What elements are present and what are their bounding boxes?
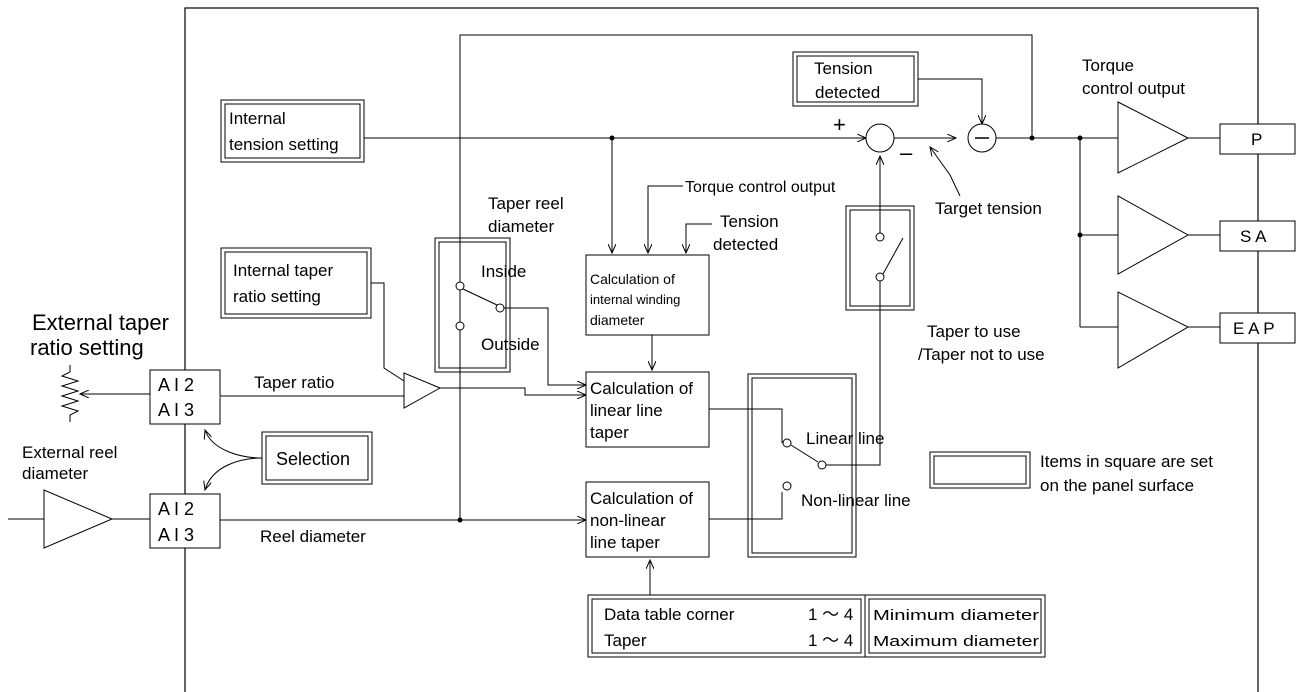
internal-taper-2: ratio setting bbox=[233, 287, 321, 306]
tension-detected-mid-2: detected bbox=[713, 235, 778, 254]
external-reel-diameter-1: External reel bbox=[22, 443, 117, 462]
tension-detected-top-1: Tension bbox=[814, 59, 873, 78]
amplifier-input bbox=[43, 489, 114, 549]
reel-diameter-label: Reel diameter bbox=[260, 527, 366, 546]
legend-box-outer bbox=[929, 451, 1031, 489]
data-table-row2-value: 1 ～ 4 bbox=[808, 631, 853, 650]
external-taper-ratio-label-2: ratio setting bbox=[30, 335, 144, 360]
torque-control-output-top-2: control output bbox=[1082, 79, 1185, 98]
selection-box-outer bbox=[261, 431, 373, 485]
external-taper-ratio-label-1: External taper bbox=[32, 310, 169, 335]
output-p-box bbox=[1219, 123, 1296, 155]
ai-block-top-ai2: A I 2 bbox=[158, 375, 194, 395]
calc-linear-taper-3: taper bbox=[590, 423, 629, 442]
internal-taper-1: Internal taper bbox=[233, 261, 334, 280]
external-reel-diameter-2: diameter bbox=[22, 464, 88, 483]
taper-reel-switch-inner bbox=[438, 241, 507, 369]
amplifier-p bbox=[1117, 101, 1190, 174]
summing-junction-1 bbox=[865, 123, 895, 153]
ai-block-top-ai3: A I 3 bbox=[158, 400, 194, 420]
data-table-row1-value: 1 ～ 4 bbox=[808, 605, 853, 624]
outside-label: Outside bbox=[481, 335, 540, 354]
taper-ratio-label: Taper ratio bbox=[254, 373, 334, 392]
calc-internal-winding-box bbox=[585, 254, 710, 336]
output-eap-box bbox=[1219, 312, 1296, 344]
minus-sign: – bbox=[900, 140, 913, 165]
calc-linear-taper-box bbox=[585, 371, 710, 448]
calc-internal-winding-1: Calculation of bbox=[590, 271, 675, 287]
min-max-box-outer bbox=[864, 594, 1046, 658]
output-sa-label: S A bbox=[1240, 227, 1267, 246]
linear-line-label: Linear line bbox=[806, 429, 884, 448]
amplifier-taper-ratio bbox=[403, 372, 442, 409]
min-diameter-label: Minimum diameter bbox=[873, 607, 1039, 624]
selection-box-inner bbox=[265, 435, 369, 481]
legend-line-2: on the panel surface bbox=[1040, 476, 1194, 495]
inside-label: Inside bbox=[481, 262, 526, 281]
calc-internal-winding-3: diameter bbox=[590, 312, 645, 328]
max-diameter-label: Maximum diameter bbox=[873, 633, 1039, 650]
output-eap-label: E A P bbox=[1233, 319, 1275, 338]
target-tension-label: Target tension bbox=[935, 199, 1042, 218]
plus-sign: + bbox=[833, 112, 846, 137]
tension-detected-top-inner bbox=[796, 55, 915, 103]
taper-use-label-1: Taper to use bbox=[927, 322, 1021, 341]
amplifier-eap bbox=[1117, 291, 1190, 369]
legend-line-1: Items in square are set bbox=[1040, 452, 1213, 471]
calc-nonlinear-taper-box bbox=[585, 481, 710, 558]
ai-block-bottom bbox=[149, 493, 221, 549]
calc-nonlinear-taper-2: non-linear bbox=[590, 511, 666, 530]
min-max-box-inner bbox=[868, 598, 1042, 654]
internal-tension-setting-inner bbox=[224, 103, 361, 159]
internal-tension-2: tension setting bbox=[229, 135, 339, 154]
torque-control-output-mid: Torque control output bbox=[685, 179, 836, 196]
output-p-label: P bbox=[1251, 130, 1262, 149]
output-sa-box bbox=[1219, 220, 1296, 252]
taper-reel-switch-outer bbox=[434, 237, 511, 373]
calc-linear-taper-2: linear line bbox=[590, 401, 663, 420]
calc-internal-winding-2: internal winding bbox=[590, 292, 680, 307]
panel-frame bbox=[184, 7, 1259, 692]
data-table-inner bbox=[591, 598, 862, 654]
ai-block-bottom-ai3: A I 3 bbox=[158, 525, 194, 545]
calc-linear-taper-1: Calculation of bbox=[590, 379, 693, 398]
taper-reel-diameter-2: diameter bbox=[488, 217, 554, 236]
internal-tension-setting-outer bbox=[220, 99, 365, 163]
taper-use-label-2: /Taper not to use bbox=[918, 345, 1045, 364]
tension-detected-top-2: detected bbox=[815, 83, 880, 102]
internal-taper-ratio-setting-outer bbox=[220, 247, 372, 319]
ai-block-bottom-ai2: A I 2 bbox=[158, 499, 194, 519]
internal-taper-ratio-setting-inner bbox=[224, 251, 368, 315]
legend-box-inner bbox=[933, 455, 1027, 485]
selection-label: Selection bbox=[276, 449, 350, 469]
calc-nonlinear-taper-1: Calculation of bbox=[590, 489, 693, 508]
calc-nonlinear-taper-3: line taper bbox=[590, 533, 660, 552]
taper-reel-diameter-1: Taper reel bbox=[488, 194, 564, 213]
torque-control-output-top-1: Torque bbox=[1082, 56, 1134, 75]
data-table-row2-label: Taper bbox=[604, 631, 647, 650]
nonlinear-line-label: Non-linear line bbox=[801, 491, 911, 510]
potentiometer-icon bbox=[60, 365, 80, 422]
data-table-row1-label: Data table corner bbox=[604, 605, 735, 624]
tension-detected-mid-1: Tension bbox=[720, 212, 779, 231]
internal-tension-1: Internal bbox=[229, 109, 286, 128]
amplifier-sa bbox=[1117, 195, 1190, 275]
